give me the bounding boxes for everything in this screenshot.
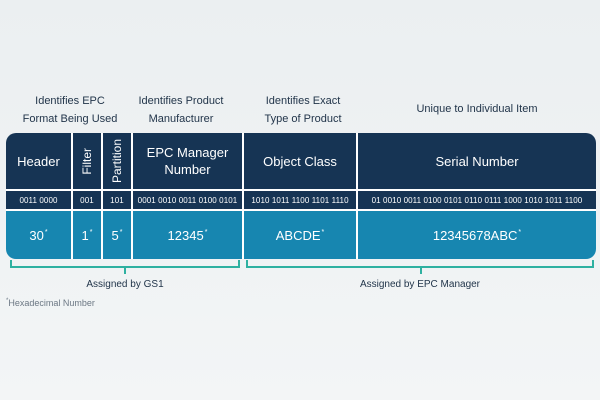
epc-manager-number-asterisk: * [204, 228, 208, 236]
epc-manager-bracket-tick [420, 267, 422, 274]
epc-manager-number-binary: 0001 0010 0011 0100 0101 [133, 191, 242, 209]
filter-binary: 001 [73, 191, 101, 209]
hexadecimal-footnote: *Hexadecimal Number [6, 298, 95, 308]
object-class-label: Object Class [244, 133, 356, 189]
epc-manager-number-value: 12345 [167, 227, 204, 243]
object-class-value-cell: ABCDE* [244, 211, 356, 259]
partition-asterisk: * [119, 228, 123, 236]
binary-row: 0011 0000 001 101 0001 0010 0011 0100 01… [6, 191, 596, 209]
assigned-by-epc-manager-label: Assigned by EPC Manager [359, 279, 481, 290]
serial-number-binary: 01 0010 0011 0100 0101 0110 0111 1000 10… [358, 191, 596, 209]
filter-value-cell: 1* [73, 211, 101, 259]
epc-structure-table: Header Filter Partition EPC Manager Numb… [6, 133, 596, 259]
partition-label-cell: Partition [103, 133, 131, 189]
header-value: 30 [29, 227, 44, 243]
epc-format-description: Identifies EPC Format Being Used [22, 95, 118, 125]
serial-number-value-cell: 12345678ABC* [358, 211, 596, 259]
serial-number-asterisk: * [518, 228, 522, 236]
epc-manager-number-value-cell: 12345* [133, 211, 242, 259]
header-asterisk: * [44, 228, 48, 236]
partition-label: Partition [110, 138, 124, 184]
field-label-row: Header Filter Partition EPC Manager Numb… [6, 133, 596, 189]
object-class-binary: 1010 1011 1100 1101 1110 [244, 191, 356, 209]
partition-value-cell: 5* [103, 211, 131, 259]
filter-asterisk: * [89, 228, 93, 236]
product-type-description: Identifies Exact Type of Product [264, 95, 342, 125]
object-class-value: ABCDE [275, 227, 321, 243]
hex-value-row: 30* 1* 5* 12345* ABCDE* 12345678ABC* [6, 211, 596, 259]
partition-binary: 101 [103, 191, 131, 209]
epc-manager-number-label: EPC Manager Number [133, 133, 242, 189]
header-binary: 0011 0000 [6, 191, 71, 209]
footnote-asterisk: * [6, 298, 9, 304]
partition-value: 5 [111, 227, 119, 243]
footnote-text: Hexadecimal Number [8, 298, 95, 308]
filter-label-cell: Filter [73, 133, 101, 189]
object-class-asterisk: * [321, 228, 325, 236]
gs1-bracket-tick [124, 267, 126, 274]
header-value-cell: 30* [6, 211, 71, 259]
serial-number-label: Serial Number [358, 133, 596, 189]
individual-item-description: Unique to Individual Item [416, 103, 538, 115]
manufacturer-description: Identifies Product Manufacturer [138, 95, 224, 125]
filter-label: Filter [80, 147, 94, 175]
serial-number-value: 12345678ABC [432, 227, 518, 243]
assigned-by-gs1-label: Assigned by GS1 [86, 279, 164, 290]
filter-value: 1 [81, 227, 89, 243]
header-label: Header [6, 133, 71, 189]
